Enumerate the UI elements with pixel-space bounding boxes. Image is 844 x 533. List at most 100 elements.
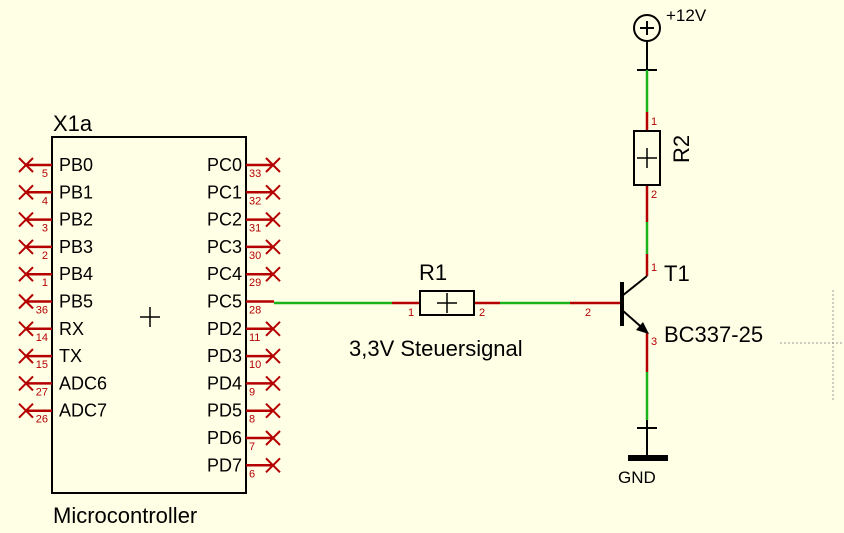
pin-name: PD3: [207, 346, 242, 366]
pin-number: 26: [36, 414, 48, 426]
pin-name: PC5: [207, 292, 242, 312]
pin-name: PD6: [207, 428, 242, 448]
ground-bar: [628, 455, 668, 461]
pin-pb3[interactable]: 2 PB3: [18, 237, 93, 262]
no-connect-icon: [18, 293, 34, 310]
resistor-r1[interactable]: R1 1 2 3,3V Steuersignal: [349, 260, 523, 361]
t1-ref: T1: [664, 261, 690, 286]
no-connect-icon: [265, 211, 281, 228]
pin-name: PB5: [59, 292, 93, 312]
pin-number: 1: [42, 277, 48, 289]
resistor-r2[interactable]: R2 1 2: [633, 112, 694, 222]
pin-name: TX: [59, 346, 82, 366]
pin-name: RX: [59, 319, 84, 339]
r1-pin1-number: 1: [408, 307, 414, 319]
no-connect-icon: [18, 239, 34, 255]
no-connect-icon: [18, 211, 34, 228]
t1-emitter-number: 3: [651, 336, 657, 348]
supply-label: +12V: [666, 6, 707, 25]
t1-collector-number: 1: [651, 262, 657, 274]
pin-name: PD7: [207, 455, 242, 475]
pin-number: 31: [249, 223, 261, 235]
pin-name: PC4: [207, 264, 242, 284]
r1-ref: R1: [419, 260, 447, 285]
pin-tx[interactable]: 15 TX: [18, 346, 82, 371]
r1-pin2-number: 2: [479, 307, 485, 319]
no-connect-icon: [265, 321, 281, 337]
pin-pd2[interactable]: 11 PD2: [207, 319, 281, 344]
pin-pd5[interactable]: 8 PD5: [207, 401, 281, 426]
pin-number: 11: [249, 332, 260, 344]
no-connect-icon: [265, 402, 281, 419]
pin-number: 36: [36, 305, 48, 317]
t1-collector-line: [621, 275, 648, 297]
no-connect-icon: [18, 321, 34, 337]
no-connect-icon: [18, 184, 34, 201]
pin-adc7[interactable]: 26 ADC7: [18, 401, 107, 426]
r2-pin2-number: 2: [651, 189, 657, 201]
t1-emitter-arrow-icon: [636, 322, 649, 334]
supply-12v[interactable]: +12V: [633, 6, 707, 71]
no-connect-icon: [18, 157, 34, 173]
pin-number: 8: [249, 414, 255, 426]
pin-number: 28: [249, 305, 261, 317]
no-connect-icon: [265, 375, 281, 392]
no-connect-icon: [265, 457, 281, 474]
pin-name: PC1: [207, 182, 242, 202]
no-connect-icon: [18, 402, 34, 419]
pin-pb1[interactable]: 4 PB1: [18, 182, 93, 207]
pin-name: PB1: [59, 182, 93, 202]
pin-pd7[interactable]: 6 PD7: [207, 455, 281, 480]
pin-name: PB3: [59, 237, 93, 257]
t1-value: BC337-25: [664, 322, 763, 347]
pin-pd3[interactable]: 10 PD3: [207, 346, 281, 371]
microcontroller-ref: X1a: [53, 111, 93, 136]
no-connect-icon: [265, 239, 281, 255]
pin-number: 6: [249, 468, 255, 480]
pin-number: 33: [249, 168, 261, 180]
pin-number: 3: [42, 223, 48, 235]
origin-cross: [140, 307, 160, 327]
ground-symbol[interactable]: GND: [618, 420, 668, 487]
pin-pc5[interactable]: 28 PC5: [207, 292, 274, 317]
pin-number: 15: [36, 359, 48, 371]
pin-name: ADC6: [59, 373, 107, 393]
pin-number: 4: [42, 195, 48, 207]
r2-ref: R2: [669, 135, 694, 163]
pin-pb5[interactable]: 36 PB5: [18, 292, 93, 317]
microcontroller-body: [51, 136, 247, 494]
pin-adc6[interactable]: 27 ADC6: [18, 373, 107, 398]
pin-number: 27: [36, 386, 48, 398]
pin-name: PB0: [59, 155, 93, 175]
pin-pc2[interactable]: 31 PC2: [207, 210, 281, 235]
pin-number: 29: [249, 277, 261, 289]
pin-name: PC0: [207, 155, 242, 175]
sheet-crosshair: [780, 290, 844, 400]
pin-number: 10: [249, 359, 261, 371]
pin-pc0[interactable]: 33 PC0: [207, 155, 281, 180]
no-connect-icon: [265, 184, 281, 201]
pin-pc4[interactable]: 29 PC4: [207, 264, 281, 289]
pin-name: PD5: [207, 401, 242, 421]
no-connect-icon: [18, 266, 34, 282]
pin-pc1[interactable]: 32 PC1: [207, 182, 281, 207]
pin-name: PC2: [207, 210, 242, 230]
pin-name: ADC7: [59, 401, 107, 421]
pin-number: 32: [249, 195, 261, 207]
transistor-t1[interactable]: T1 BC337-25 1 2 3: [570, 254, 763, 372]
no-connect-icon: [265, 266, 281, 282]
pin-number: 2: [42, 250, 48, 262]
pin-name: PD2: [207, 319, 242, 339]
pin-name: PD4: [207, 373, 242, 393]
no-connect-icon: [265, 157, 281, 173]
t1-base-number: 2: [585, 307, 591, 319]
no-connect-icon: [265, 348, 281, 364]
